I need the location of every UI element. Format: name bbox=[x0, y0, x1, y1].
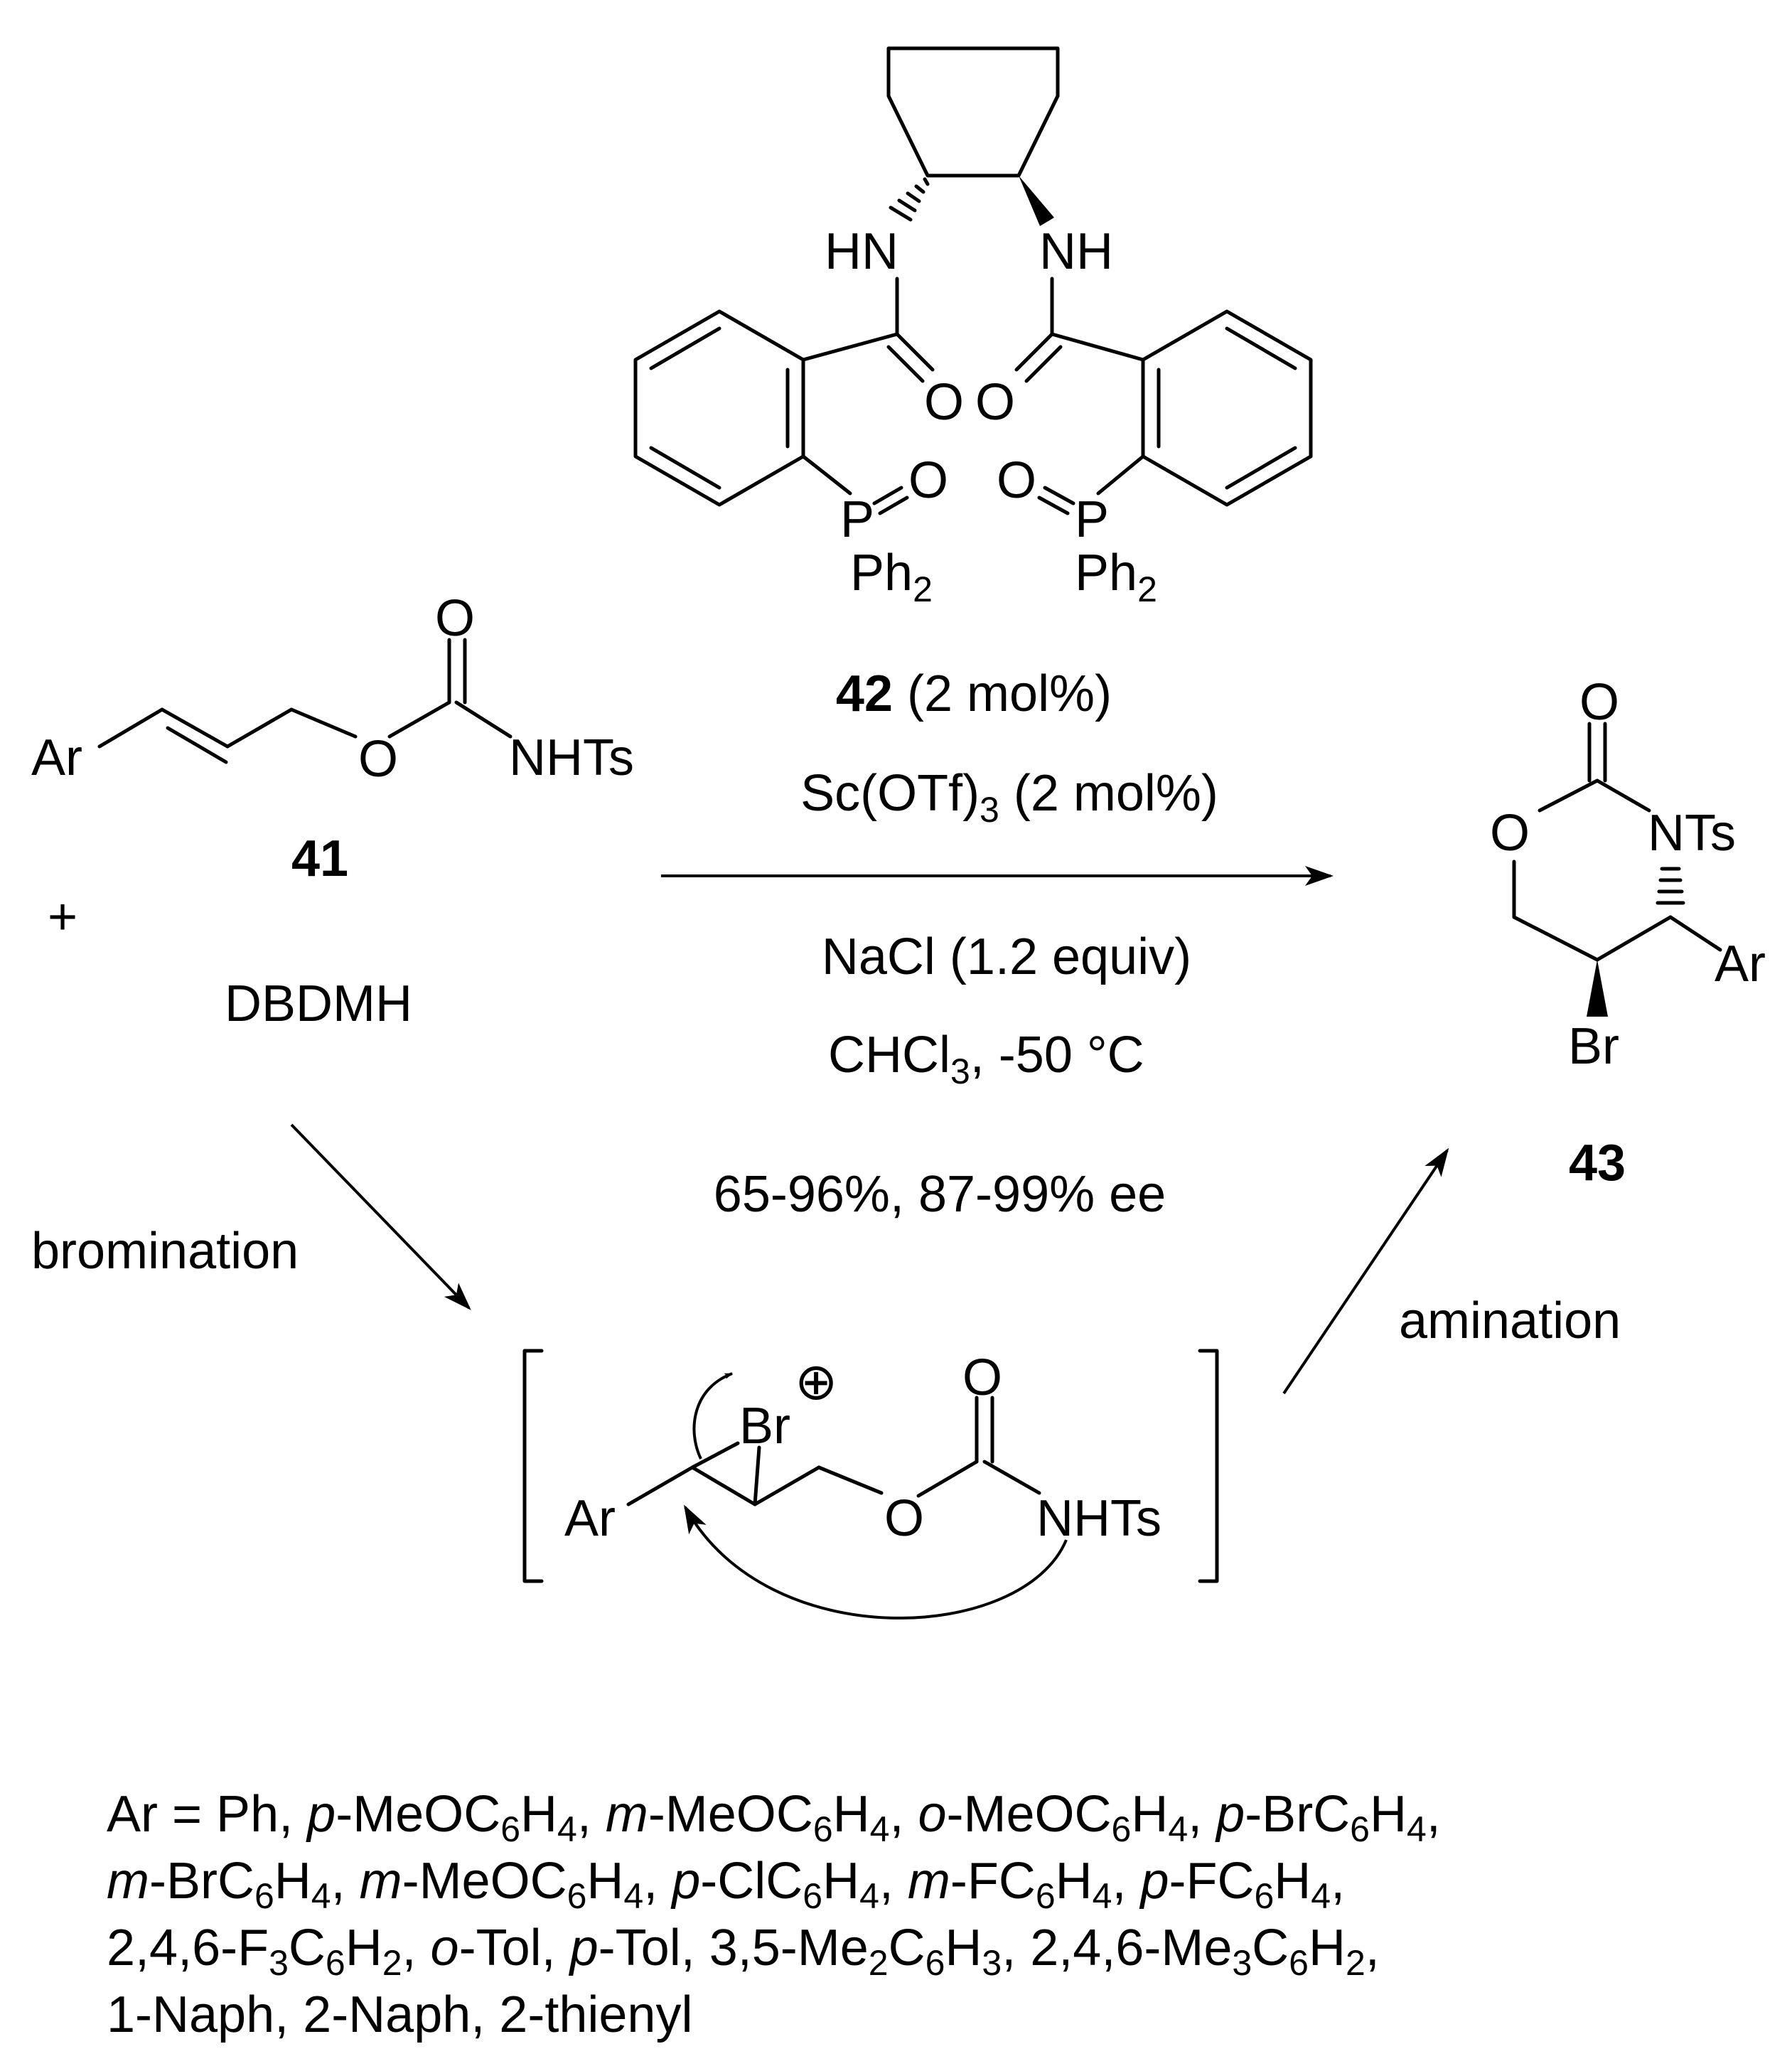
outcome-label: 65-96%, 87-99% ee bbox=[714, 1166, 1166, 1223]
catalyst-po-o-right: O bbox=[997, 452, 1036, 509]
ar-list-line: 2,4,6-F3C6H2, o-Tol, p-Tol, 3,5-Me2C6H3,… bbox=[107, 1920, 1380, 1983]
ar-list-line: 1-Naph, 2-Naph, 2-thienyl bbox=[107, 1986, 693, 2043]
intermediate-charge-label: ⊕ bbox=[795, 1354, 837, 1411]
catalyst-label: 42 (2 mol%) bbox=[836, 665, 1112, 722]
cyclohexane-ring bbox=[886, 46, 1060, 178]
bromination-label: bromination bbox=[31, 1223, 299, 1280]
catalyst-p-left: P bbox=[840, 491, 874, 548]
catalyst-carbonyl-o-left: O bbox=[924, 374, 964, 431]
catalyst-p-right: P bbox=[1075, 491, 1109, 548]
catalyst-hn-label: HN bbox=[825, 223, 898, 280]
intermediate-structure: Ar Br ⊕ O O NHTs bbox=[522, 1349, 1219, 1620]
product-43-structure: O O NTs Ar Br bbox=[1490, 674, 1766, 1075]
product-br-label: Br bbox=[1568, 1018, 1619, 1075]
product-nts-label: NTs bbox=[1648, 805, 1736, 862]
product-ring-o-label: O bbox=[1490, 805, 1530, 862]
substrate-ar-label: Ar bbox=[31, 729, 82, 786]
substrate-carbonyl-o-label: O bbox=[435, 590, 475, 647]
catalyst-42-structure: HN NH O O P O Ph2 P O Ph2 bbox=[633, 46, 1313, 609]
substrate-41-structure: Ar O O NHTs bbox=[31, 590, 634, 788]
right-benzene-ring bbox=[1050, 309, 1313, 507]
ar-list-line: Ar = Ph, p-MeOC6H4, m-MeOC6H4, o-MeOC6H4… bbox=[107, 1786, 1441, 1849]
substrate-number: 41 bbox=[291, 830, 348, 887]
product-ar-label: Ar bbox=[1715, 936, 1766, 992]
bromination-arrow bbox=[290, 1123, 471, 1310]
substrate-nhts-label: NHTs bbox=[509, 729, 634, 786]
product-hashed-bond bbox=[1656, 867, 1685, 905]
catalyst-nh-label: NH bbox=[1039, 223, 1113, 280]
bold-wedge-bond bbox=[1019, 176, 1054, 226]
ar-list-line: m-BrC6H4, m-MeOC6H4, p-ClC6H4, m-FC6H4, … bbox=[107, 1853, 1346, 1916]
product-carbonyl-o-label: O bbox=[1579, 674, 1619, 731]
catalyst-ph-left: Ph2 bbox=[850, 545, 933, 609]
solvent-label: CHCl3, -50 °C bbox=[828, 1027, 1144, 1091]
intermediate-br-label: Br bbox=[739, 1398, 790, 1455]
amination-arrow bbox=[1282, 1147, 1449, 1395]
intermediate-nhts-label: NHTs bbox=[1036, 1490, 1161, 1547]
amination-curved-arrow bbox=[684, 1504, 1068, 1620]
dbdmh-label: DBDMH bbox=[225, 975, 412, 1032]
intermediate-ar-label: Ar bbox=[564, 1490, 616, 1547]
substrate-ester-o-label: O bbox=[358, 731, 398, 788]
bond-to-br-curved-arrow bbox=[692, 1372, 734, 1460]
intermediate-ester-o-label: O bbox=[884, 1490, 924, 1547]
hashed-wedge-bond bbox=[889, 177, 930, 222]
additive-label: NaCl (1.2 equiv) bbox=[822, 928, 1191, 985]
left-bracket bbox=[522, 1349, 544, 1583]
catalyst-po-o-left: O bbox=[908, 452, 948, 509]
ar-substituent-list: Ar = Ph, p-MeOC6H4, m-MeOC6H4, o-MeOC6H4… bbox=[107, 1781, 1742, 2048]
product-bold-wedge bbox=[1587, 960, 1608, 1017]
product-number: 43 bbox=[1569, 1135, 1626, 1192]
plus-sign: + bbox=[48, 889, 77, 946]
intermediate-carbonyl-o-label: O bbox=[962, 1349, 1002, 1406]
left-benzene-ring bbox=[633, 309, 899, 507]
amination-label: amination bbox=[1399, 1292, 1621, 1349]
catalyst-ph-right: Ph2 bbox=[1075, 545, 1157, 609]
catalyst-carbonyl-o-right: O bbox=[975, 374, 1015, 431]
right-bracket bbox=[1198, 1349, 1219, 1583]
lewis-acid-label: Sc(OTf)3 (2 mol%) bbox=[800, 765, 1218, 830]
